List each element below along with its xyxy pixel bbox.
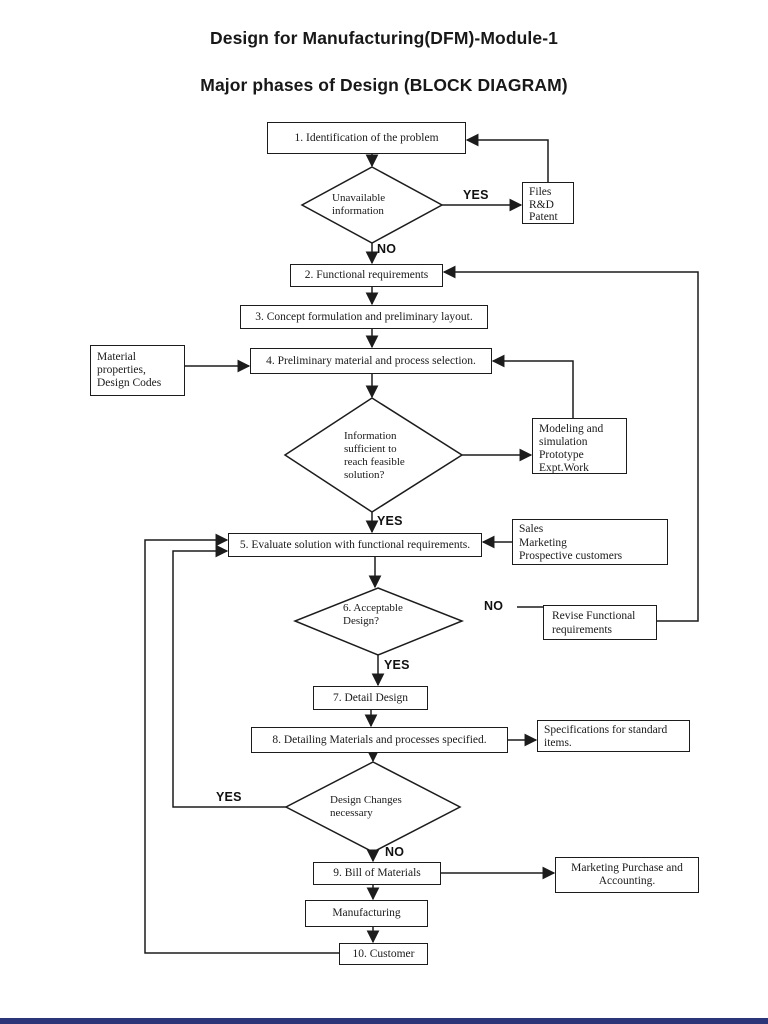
label-no-unavailable: NO (377, 242, 397, 256)
node-customer: 10. Customer (339, 943, 428, 965)
decision-text-design-changes: Design Changes necessary (330, 794, 402, 819)
node-modeling-simulation: Modeling and simulation Prototype Expt.W… (532, 418, 627, 474)
label-no-design-changes: NO (385, 845, 405, 859)
node-material-properties: Material properties, Design Codes (90, 345, 185, 396)
label-yes-info-sufficient: YES (377, 514, 403, 528)
node-bill-of-materials: 9. Bill of Materials (313, 862, 441, 885)
node-sales-marketing: Sales Marketing Prospective customers (512, 519, 668, 565)
node-manufacturing: Manufacturing (305, 900, 428, 927)
decision-text-acceptable-design: 6. Acceptable Design? (343, 602, 403, 627)
edge-customer-to-evaluate (144, 533, 339, 954)
node-files-rd-patent: Files R&D Patent (522, 182, 574, 224)
page-subtitle: Major phases of Design (BLOCK DIAGRAM) (200, 75, 568, 95)
label-no-acceptable: NO (484, 599, 504, 613)
edge-modeling-to-prelim (491, 354, 574, 418)
decision-text-unavailable-info: Unavailable information (332, 192, 386, 217)
edge-designchanges-yes-to-evaluate (172, 544, 286, 808)
node-evaluate-solution: 5. Evaluate solution with functional req… (228, 533, 482, 557)
label-yes-design-changes: YES (216, 790, 242, 804)
node-detail-design: 7. Detail Design (313, 686, 428, 710)
node-revise-functional: Revise Functional requirements (543, 605, 657, 640)
edge-files-to-identification (465, 133, 549, 182)
page-title: Design for Manufacturing(DFM)-Module-1 (210, 28, 558, 48)
label-yes-acceptable: YES (384, 658, 410, 672)
decision-text-info-sufficient: Information sufficient to reach feasible… (344, 430, 405, 481)
node-concept-formulation: 3. Concept formulation and preliminary l… (240, 305, 488, 329)
node-identification: 1. Identification of the problem (267, 122, 466, 154)
node-preliminary-selection: 4. Preliminary material and process sele… (250, 348, 492, 374)
label-yes-unavailable: YES (463, 188, 489, 202)
node-functional-requirements: 2. Functional requirements (290, 264, 443, 287)
page-bottom-edge (0, 1018, 768, 1024)
node-specifications: Specifications for standard items. (537, 720, 690, 752)
edge-revise-to-functional (442, 265, 699, 622)
node-marketing-purchase: Marketing Purchase and Accounting. (555, 857, 699, 893)
node-detailing-materials: 8. Detailing Materials and processes spe… (251, 727, 508, 753)
